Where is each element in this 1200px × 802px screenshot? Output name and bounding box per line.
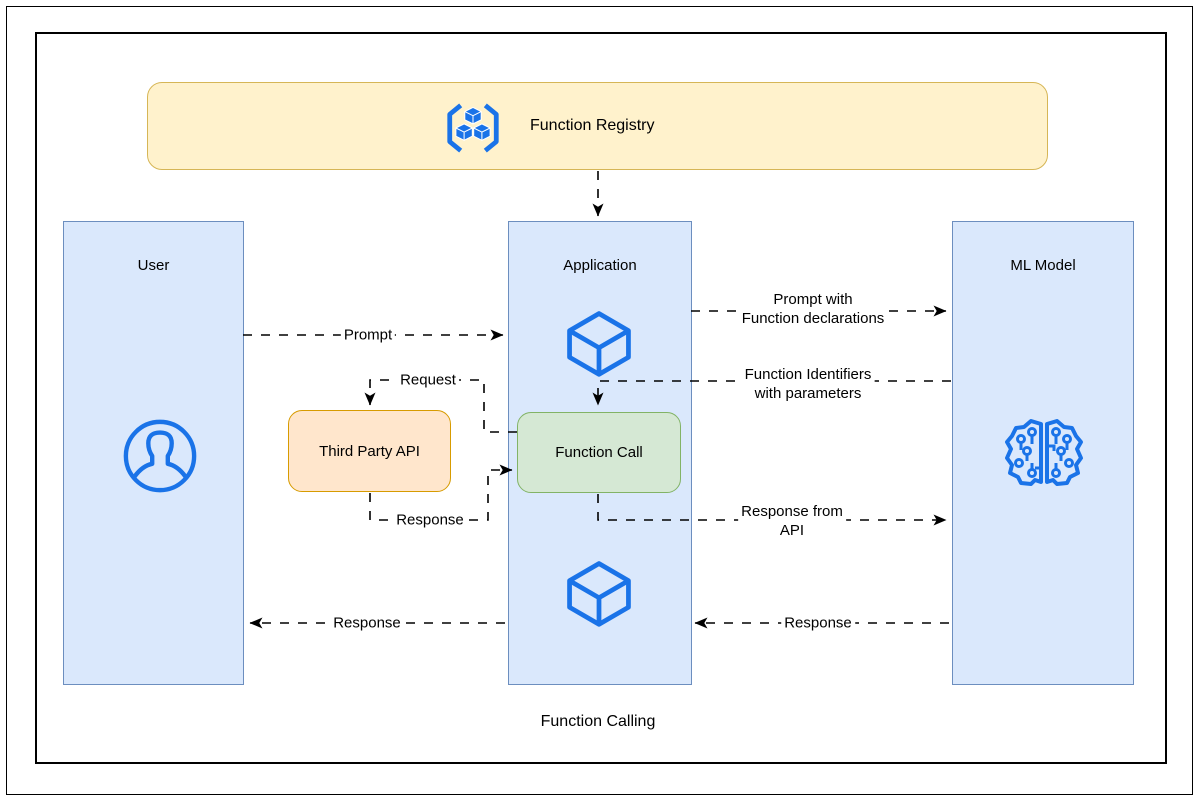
- cube-icon: [567, 311, 631, 377]
- prompt-with-declarations-label: Prompt with Function declarations: [738, 290, 888, 328]
- outer-border: [6, 6, 1193, 795]
- ml-model-title: ML Model: [1010, 257, 1076, 274]
- person-icon: [123, 419, 197, 493]
- ml-response-label: Response: [781, 613, 855, 633]
- function-call-label: Function Call: [555, 444, 643, 461]
- function-identifiers-label: Function Identifiers with parameters: [741, 365, 875, 403]
- function-registry-label: Function Registry: [530, 117, 655, 134]
- user-title: User: [137, 257, 170, 274]
- user-response-label: Response: [330, 613, 404, 633]
- application-title: Application: [563, 257, 637, 274]
- circuit-brain-icon: [1005, 419, 1083, 486]
- function-call-box: Function Call: [517, 412, 681, 493]
- prompt-label: Prompt: [340, 325, 396, 345]
- third-party-api-box: Third Party API: [288, 410, 451, 492]
- request-label: Request: [397, 370, 459, 390]
- brackets-cubes-icon: [447, 103, 499, 153]
- thirdparty-response-label: Response: [393, 510, 467, 530]
- diagram-caption: Function Calling: [540, 713, 656, 730]
- ml-model-box: ML Model: [952, 221, 1134, 685]
- inner-border: [35, 32, 1167, 764]
- user-box: User: [63, 221, 244, 685]
- third-party-api-label: Third Party API: [319, 442, 420, 460]
- function-registry-box: Function Registry: [147, 82, 1048, 170]
- cube-icon: [567, 561, 631, 627]
- response-from-api-label: Response from API: [738, 502, 846, 540]
